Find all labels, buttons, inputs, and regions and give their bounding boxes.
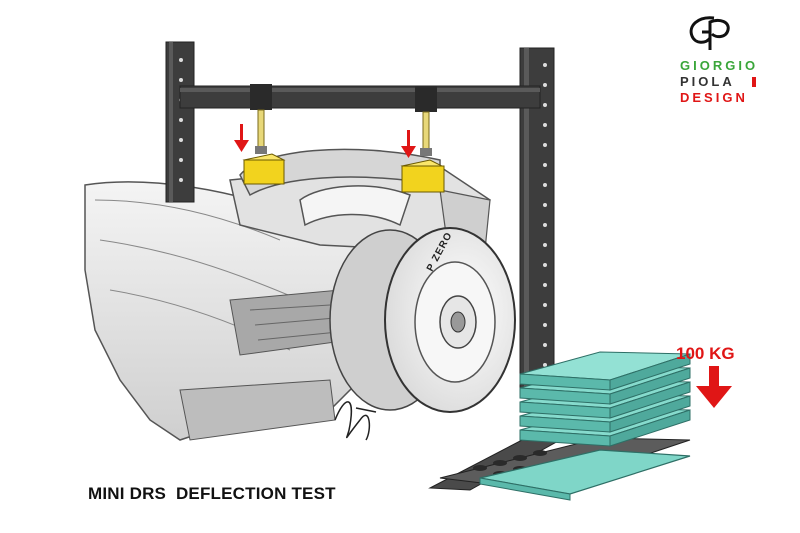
load-label: 100 KG bbox=[676, 344, 735, 363]
brand-line-3: DESIGN bbox=[680, 90, 748, 105]
giorgio-piola-brand: GIORGIO PIOLA DESIGN bbox=[680, 14, 770, 105]
load-block-left bbox=[242, 153, 286, 185]
down-arrow-icon bbox=[401, 130, 416, 158]
test-rig-frame bbox=[165, 41, 555, 399]
diagram-caption: MINI DRS DEFLECTION TEST bbox=[88, 484, 336, 503]
down-arrow-icon bbox=[234, 124, 249, 152]
car-rear-bodywork bbox=[84, 181, 361, 441]
italian-flag-mark bbox=[752, 77, 756, 87]
brand-line-1: GIORGIO bbox=[680, 58, 759, 73]
rear-tyre: P ZERO bbox=[329, 227, 516, 413]
brand-line-2: PIOLA bbox=[680, 74, 735, 89]
artist-signature bbox=[334, 401, 377, 441]
big-down-arrow-icon bbox=[696, 366, 732, 408]
gp-logo-mark bbox=[689, 16, 730, 50]
weight-plate-stack bbox=[479, 351, 691, 501]
load-block-right bbox=[400, 159, 445, 193]
